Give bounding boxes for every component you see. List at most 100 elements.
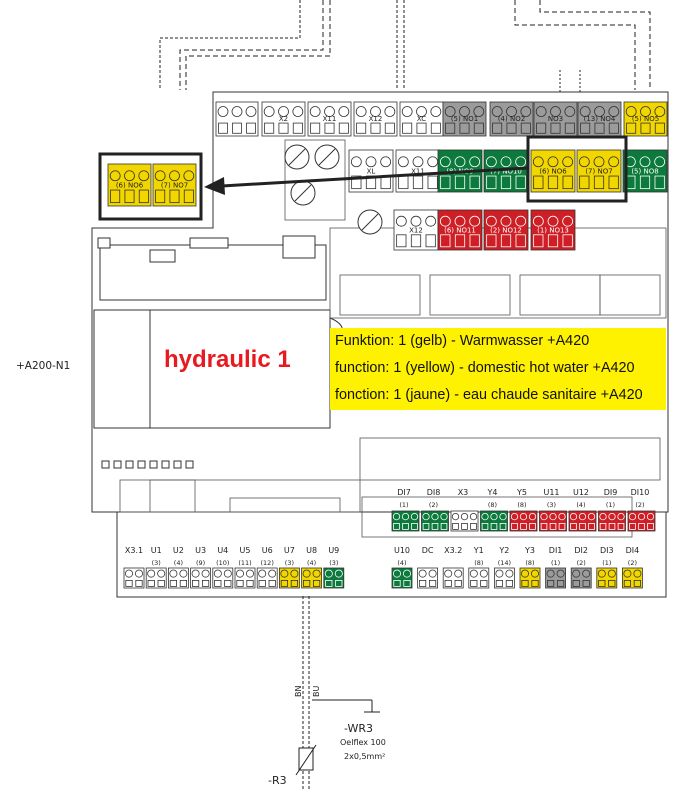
relay-terminal-3-label: (1) NO13 <box>537 226 569 234</box>
middle-terminal-6: (5) NO8 <box>622 149 668 193</box>
cable-name: -WR3 <box>344 722 374 735</box>
middle-terminal-5: (7) NO7 <box>576 149 622 193</box>
bottom_left-terminal-0 <box>123 567 145 589</box>
callout-box: (6) NO6(7) NO7 <box>98 152 203 221</box>
bottom_left-name-5: U5 <box>240 546 251 555</box>
mid-bottom-header-3: Y4 <box>487 488 498 497</box>
bottom_left-sub-2: (4) <box>174 559 183 567</box>
mid-bottom-header-8: DI10 <box>631 488 650 497</box>
mid-bottom-header-7: DI9 <box>604 488 618 497</box>
bottom_left-terminal-2 <box>167 567 189 589</box>
bottom_left-name-1: U1 <box>151 546 162 555</box>
display-module <box>93 309 331 429</box>
relay-terminal-2-label: (2) NO12 <box>490 226 522 234</box>
middle-terminal-4-label: (6) NO6 <box>539 168 567 176</box>
top-terminal-7: NO3 <box>533 101 578 137</box>
incoming-cables <box>159 0 651 150</box>
callout-terminal-1-label: (7) NO7 <box>161 182 188 190</box>
relay-terminal-row: X12 (6) NO11 (2) NO12 (1) NO13 <box>393 209 576 251</box>
mid-bottom-header-1: DI8 <box>427 488 441 497</box>
top-terminal-5-label: (5) NO1 <box>451 115 478 123</box>
callout-terminal-1: (7) NO7 <box>152 163 197 207</box>
relay-terminal-2: (2) NO12 <box>483 209 529 251</box>
mid-bottom-terminal-2 <box>450 510 479 532</box>
bottom_left-sub-8: (4) <box>307 559 316 567</box>
top-terminal-3-label: X12 <box>369 115 383 123</box>
bottom_right-terminal-4 <box>493 567 515 589</box>
wire-bn-label: BN <box>294 686 303 697</box>
bottom_left-sub-6: (12) <box>261 559 274 567</box>
mid-bottom-terminal-7 <box>598 510 626 532</box>
bottom_right-name-0: U10 <box>394 546 410 555</box>
middle-terminal-1: X11 <box>395 149 441 193</box>
cable-spec: 2x0,5mm² <box>344 752 386 761</box>
bottom_right-name-6: DI1 <box>549 546 563 555</box>
bottom_left-terminal-9 <box>323 567 345 589</box>
sensor-label: -R3 <box>268 774 287 787</box>
bottom_left-name-0: X3.1 <box>125 546 143 555</box>
mid-bottom-header-5: U11 <box>543 488 559 497</box>
middle-terminal-6-label: (5) NO8 <box>631 168 658 176</box>
bottom_left-sub-3: (9) <box>196 559 205 567</box>
bottom_right-name-7: DI2 <box>574 546 588 555</box>
bottom_left-sub-7: (3) <box>285 559 294 567</box>
mid-bottom-header-4: Y5 <box>516 488 527 497</box>
bottom_right-terminal-2 <box>442 567 464 589</box>
bottom_left-sub-4: (10) <box>216 559 229 567</box>
bottom_right-sub-0: (4) <box>397 559 406 567</box>
mid-bottom-sub-8: (2) <box>635 501 644 509</box>
middle-terminal-0: XL <box>348 149 394 193</box>
function-note-fr: fonction: 1 (jaune) - eau chaude sanitai… <box>335 387 643 403</box>
top-terminal-7-label: NO3 <box>548 115 563 123</box>
middle-terminal-3-label: (7) NO10 <box>490 168 522 176</box>
led-row <box>101 460 194 469</box>
wire-bu-label: BU <box>312 686 321 697</box>
bottom_right-terminal-1 <box>417 567 439 589</box>
mid-bottom-sub-6: (4) <box>576 501 585 509</box>
bottom_left-name-8: U8 <box>306 546 317 555</box>
mid-bottom-sub-0: (1) <box>399 501 408 509</box>
bottom_right-sub-5: (8) <box>525 559 534 567</box>
middle-terminal-4: (6) NO6 <box>530 149 576 193</box>
bottom_right-sub-8: (1) <box>602 559 611 567</box>
bottom_left-name-9: U9 <box>328 546 339 555</box>
mid-bottom-terminal-6 <box>568 510 597 532</box>
mid-bottom-sub-7: (1) <box>606 501 615 509</box>
mid-bottom-terminal-3 <box>480 510 508 532</box>
top-terminal-8: (13) NO4 <box>577 101 622 137</box>
bottom_right-terminal-7 <box>570 567 592 589</box>
mid-bottom-terminal-5 <box>539 510 567 532</box>
function-note: Funktion: 1 (gelb) - Warmwasser +A420 fu… <box>330 328 666 410</box>
mid-bottom-sub-5: (3) <box>547 501 556 509</box>
bottom_right-name-8: DI3 <box>600 546 614 555</box>
bottom_right-terminal-8 <box>596 567 618 589</box>
mid-bottom-terminal-0 <box>391 510 420 532</box>
bottom_right-sub-7: (2) <box>577 559 586 567</box>
relay-terminal-3: (1) NO13 <box>530 209 576 251</box>
middle-terminal-5-label: (7) NO7 <box>585 168 612 176</box>
bottom_left-sub-9: (3) <box>329 559 338 567</box>
bottom_right-terminal-0 <box>391 567 413 589</box>
top-terminal-4: XC <box>399 101 444 137</box>
top-terminal-9-label: (5) NO5 <box>632 115 659 123</box>
relay-terminal-0: X12 <box>393 209 439 251</box>
bottom_left-terminal-4 <box>212 567 234 589</box>
bottom_left-name-2: U2 <box>173 546 184 555</box>
top-terminal-8-label: (13) NO4 <box>584 115 616 123</box>
bottom_right-terminal-3 <box>468 567 490 589</box>
bottom_left-terminal-1 <box>145 567 167 589</box>
mid-bottom-header-0: DI7 <box>397 488 411 497</box>
top-terminal-2: X11 <box>307 101 352 137</box>
bottom_right-sub-6: (1) <box>551 559 560 567</box>
bottom_right-name-5: Y3 <box>524 546 535 555</box>
mid-bottom-terminal-8 <box>627 510 656 532</box>
top-terminal-4-label: XC <box>417 115 426 123</box>
bottom_right-name-1: DC <box>422 546 434 555</box>
board-label: +A200-N1 <box>16 360 71 372</box>
bottom_right-name-9: DI4 <box>626 546 640 555</box>
top-terminal-3: X12 <box>353 101 398 137</box>
relay-terminal-1-label: (6) NO11 <box>444 226 476 234</box>
